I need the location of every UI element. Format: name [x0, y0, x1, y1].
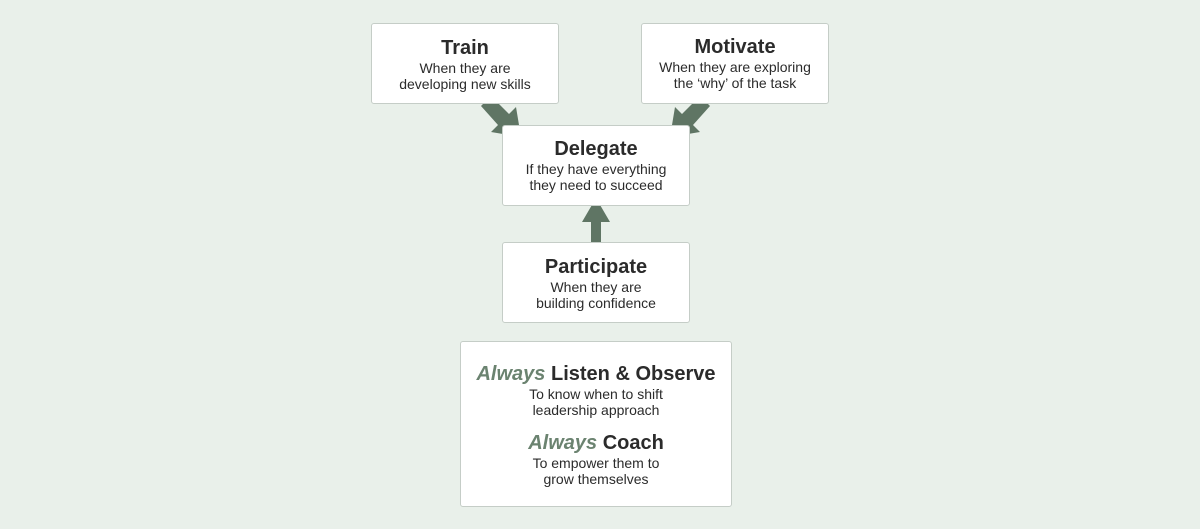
node-description-line: they need to succeed: [529, 177, 663, 193]
always-item-heading: Always Coach: [461, 431, 731, 455]
node-train: Train When they are developing new skill…: [371, 23, 559, 104]
node-delegate: Delegate If they have everything they ne…: [502, 125, 690, 206]
always-item-title: Listen & Observe: [550, 363, 716, 385]
always-item-heading: Always Listen & Observe: [461, 362, 731, 386]
node-title: Delegate: [554, 138, 638, 160]
node-description-line: building confidence: [536, 295, 656, 311]
always-item-line: grow themselves: [543, 471, 649, 487]
always-item-line: leadership approach: [532, 402, 660, 418]
node-description-line: If they have everything: [525, 161, 667, 177]
always-item-line: To know when to shift: [529, 386, 663, 402]
node-title: Train: [441, 37, 489, 59]
node-motivate: Motivate When they are exploring the ‘wh…: [641, 23, 829, 104]
always-accent: Always: [528, 432, 598, 454]
always-coach: Always Coach To empower them to grow the…: [461, 431, 731, 487]
node-title: Motivate: [694, 36, 776, 58]
always-box: Always Listen & Observe To know when to …: [460, 341, 732, 507]
always-listen-observe: Always Listen & Observe To know when to …: [461, 362, 731, 418]
node-description-line: the ‘why’ of the task: [673, 75, 797, 91]
node-description-line: When they are exploring: [659, 59, 811, 75]
always-accent: Always: [476, 363, 546, 385]
always-item-line: To empower them to: [532, 455, 660, 471]
node-description-line: When they are: [550, 279, 642, 295]
node-title: Participate: [544, 256, 648, 278]
always-item-title: Coach: [602, 432, 664, 454]
node-description-line: developing new skills: [399, 76, 531, 92]
node-description-line: When they are: [419, 60, 511, 76]
node-participate: Participate When they are building confi…: [502, 242, 690, 323]
